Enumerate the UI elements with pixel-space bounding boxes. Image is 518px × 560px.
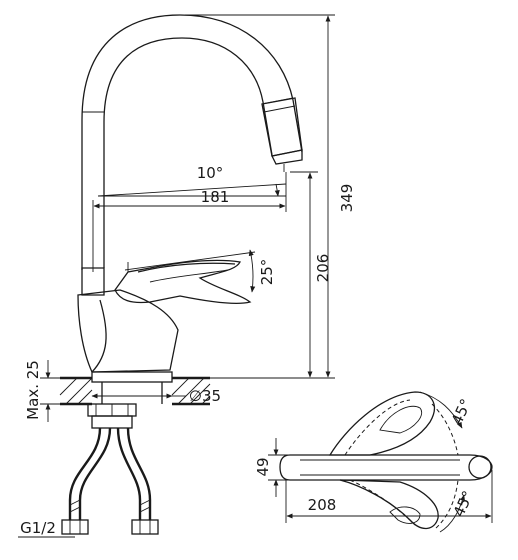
label-208: 208 <box>308 496 337 514</box>
label-max-25: Max. 25 <box>24 360 42 420</box>
flexible-hoses <box>61 427 159 535</box>
dimension-349: 349 <box>172 14 356 379</box>
dimension-rotation-lower: 45° <box>439 488 478 533</box>
dimension-max-25: Max. 25 <box>24 360 60 422</box>
label-g12: G1/2 <box>20 519 56 537</box>
dimension-208: 208 <box>285 470 493 523</box>
dimension-206: 206 <box>290 171 332 378</box>
label-206: 206 <box>314 254 332 283</box>
label-25-degrees: 25° <box>258 259 276 286</box>
faucet-body <box>77 259 252 373</box>
thread-g12: G1/2 <box>18 519 75 538</box>
countertop-section <box>59 371 211 429</box>
dimension-diameter-35: ∅35 <box>91 387 221 405</box>
spout <box>81 14 303 270</box>
label-10-degrees: 10° <box>197 164 224 182</box>
dimension-49: 49 <box>254 438 290 497</box>
label-181: 181 <box>201 188 230 206</box>
label-349: 349 <box>338 184 356 213</box>
dimension-rotation-upper: 45° <box>419 391 476 429</box>
dimension-181: 181 <box>92 172 287 272</box>
label-diameter-35: ∅35 <box>189 387 221 405</box>
label-45-degrees-lower: 45° <box>450 488 478 520</box>
top-view <box>279 391 493 530</box>
dimension-lever-angle: 25° <box>124 249 276 293</box>
label-45-degrees-upper: 45° <box>448 396 476 428</box>
dimension-spout-angle: 10° <box>97 164 287 197</box>
label-49: 49 <box>254 457 272 476</box>
